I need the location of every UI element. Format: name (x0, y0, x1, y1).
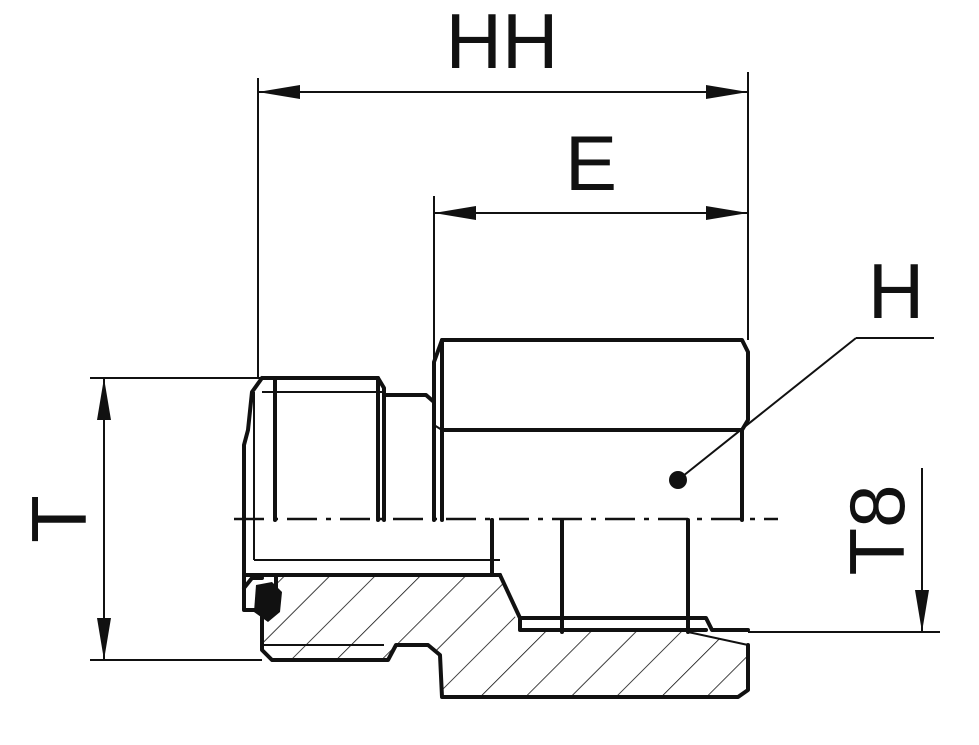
dimension-hh-label: HH (446, 0, 559, 85)
neck-outline (382, 393, 436, 522)
dimension-e: E (433, 119, 748, 362)
dimension-t8: T8 (748, 468, 940, 633)
dimension-e-label: E (565, 119, 617, 207)
dimension-t-label: T (15, 495, 103, 543)
dimension-hh: HH (257, 0, 749, 378)
dimension-t: T (15, 377, 262, 661)
female-bore (490, 518, 750, 632)
section-hatching (262, 575, 748, 697)
dimension-h-label: H (868, 247, 924, 335)
male-thread-outline (242, 376, 386, 522)
o-ring (254, 582, 282, 622)
dimension-t8-label: T8 (833, 484, 921, 575)
dimension-h: H (677, 247, 934, 481)
